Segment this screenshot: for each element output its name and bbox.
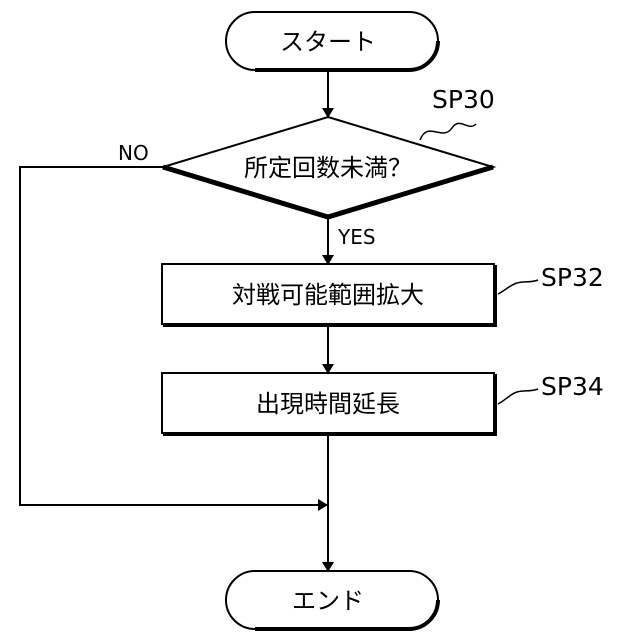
decision-ref-leader xyxy=(420,123,476,140)
decision-ref-label: SP30 xyxy=(432,85,495,114)
step2-ref-leader xyxy=(498,389,538,404)
step1-ref-label: SP32 xyxy=(541,263,604,292)
step1-ref-leader xyxy=(498,280,538,294)
end-terminal: エンド xyxy=(226,571,438,629)
decision-label: 所定回数未満？ xyxy=(244,154,412,182)
end-label: エンド xyxy=(292,587,364,615)
decision-node: 所定回数未満？ xyxy=(163,117,493,217)
process-step-2: 出現時間延長 xyxy=(162,373,495,434)
connector-no-branch xyxy=(20,167,327,505)
step2-ref-label: SP34 xyxy=(541,372,604,401)
branch-yes-label: YES xyxy=(337,225,376,249)
process-step-1: 対戦可能範囲拡大 xyxy=(162,264,495,325)
branch-no-label: NO xyxy=(118,141,149,165)
start-terminal: スタート xyxy=(226,12,438,70)
step2-label: 出現時間延長 xyxy=(256,390,400,418)
step1-label: 対戦可能範囲拡大 xyxy=(232,281,424,309)
start-label: スタート xyxy=(280,28,376,56)
